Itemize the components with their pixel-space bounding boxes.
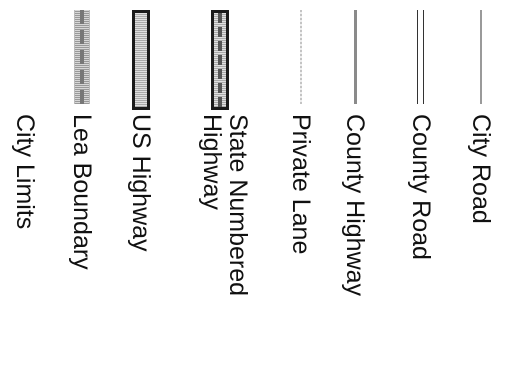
legend-item-state-numbered-highway: State Numbered Highway [185,0,265,367]
legend-label-county-road: County Road [407,114,435,260]
legend-label-state-highway: State Numbered Highway [198,114,252,297]
legend-label-private-lane: Private Lane [287,114,315,255]
legend-item-private-lane: Private Lane [276,0,326,367]
legend-item-county-highway: County Highway [330,0,380,367]
legend-item-county-road: County Road [396,0,446,367]
county-highway-swatch [354,10,357,104]
legend-label-city-road: City Road [467,114,495,224]
state-highway-swatch [211,10,229,110]
us-highway-swatch [132,10,150,110]
legend-label-county-highway: County Highway [341,114,369,297]
legend-label-state-highway-line2: Highway [198,114,226,210]
legend-item-city-road: City Road [456,0,506,367]
lea-boundary-swatch [74,10,90,104]
legend-item-city-limits: City Limits [0,0,50,367]
legend-label-us-highway: US Highway [127,114,155,252]
legend-label-city-limits: City Limits [11,114,39,230]
legend-label-state-highway-line1: State Numbered [224,114,252,297]
city-road-swatch [480,10,482,104]
legend-label-lea-boundary: Lea Boundary [68,114,96,270]
legend-item-us-highway: US Highway [116,0,166,367]
private-lane-swatch [300,10,302,104]
legend-item-lea-boundary: Lea Boundary [57,0,107,367]
county-road-swatch [417,10,424,104]
